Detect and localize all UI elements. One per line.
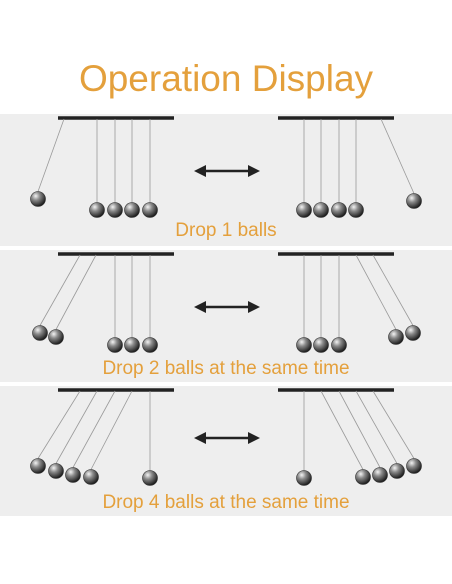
cradle-illustration-4 (30, 388, 422, 486)
pendulum-ball-icon (331, 202, 347, 218)
pendulum-ball-icon (389, 463, 405, 479)
pendulum-ball-icon (296, 337, 312, 353)
pendulum-ball-icon (296, 470, 312, 486)
caption-drop-2: Drop 2 balls at the same time (102, 358, 350, 379)
pendulum-ball-icon (48, 329, 64, 345)
pendulum-ball-icon (142, 202, 158, 218)
pendulum-string (338, 390, 381, 468)
double-arrow-icon (194, 301, 260, 313)
pendulum-string (90, 390, 133, 470)
pendulum-string (355, 254, 397, 330)
pendulum-ball-icon (89, 202, 105, 218)
pendulum-string (72, 390, 116, 468)
pendulum-ball-icon (406, 458, 422, 474)
pendulum-ball-icon (107, 337, 123, 353)
pendulum-ball-icon (30, 458, 46, 474)
pendulum-ball-icon (142, 470, 158, 486)
pendulum-ball-icon (355, 469, 371, 485)
pendulum-ball-icon (65, 467, 81, 483)
pendulum-ball-icon (30, 191, 46, 207)
pendulum-ball-icon (348, 202, 364, 218)
pendulum-ball-icon (124, 202, 140, 218)
double-arrow-icon (194, 432, 260, 444)
caption-drop-1: Drop 1 balls (175, 220, 277, 241)
pendulum-ball-icon (48, 463, 64, 479)
pendulum-ball-icon (372, 467, 388, 483)
panel-drop-1: Drop 1 balls (0, 114, 452, 246)
pendulum-string (380, 118, 415, 194)
pendulum-ball-icon (32, 325, 48, 341)
pendulum-string (372, 390, 415, 459)
pendulum-ball-icon (405, 325, 421, 341)
double-arrow-icon (194, 165, 260, 177)
pendulum-string (320, 390, 364, 470)
panel-drop-2: Drop 2 balls at the same time (0, 250, 452, 382)
pendulum-ball-icon (388, 329, 404, 345)
caption-drop-4: Drop 4 balls at the same time (102, 492, 350, 513)
pendulum-string (37, 118, 65, 192)
pendulum-ball-icon (313, 337, 329, 353)
pendulum-string (372, 254, 414, 326)
pendulum-ball-icon (331, 337, 347, 353)
page-title: Operation Display (78, 58, 374, 99)
pendulum-string (39, 254, 81, 326)
pendulum-ball-icon (124, 337, 140, 353)
pendulum-string (37, 390, 81, 459)
pendulum-ball-icon (313, 202, 329, 218)
pendulum-ball-icon (142, 337, 158, 353)
pendulum-string (355, 390, 398, 464)
pendulum-ball-icon (296, 202, 312, 218)
pendulum-string (55, 254, 97, 330)
cradle-illustration-1 (30, 116, 422, 218)
cradle-illustration-2 (32, 252, 421, 353)
pendulum-ball-icon (406, 193, 422, 209)
pendulum-string (55, 390, 98, 464)
pendulum-ball-icon (107, 202, 123, 218)
panel-drop-4: Drop 4 balls at the same time (0, 386, 452, 516)
pendulum-ball-icon (83, 469, 99, 485)
